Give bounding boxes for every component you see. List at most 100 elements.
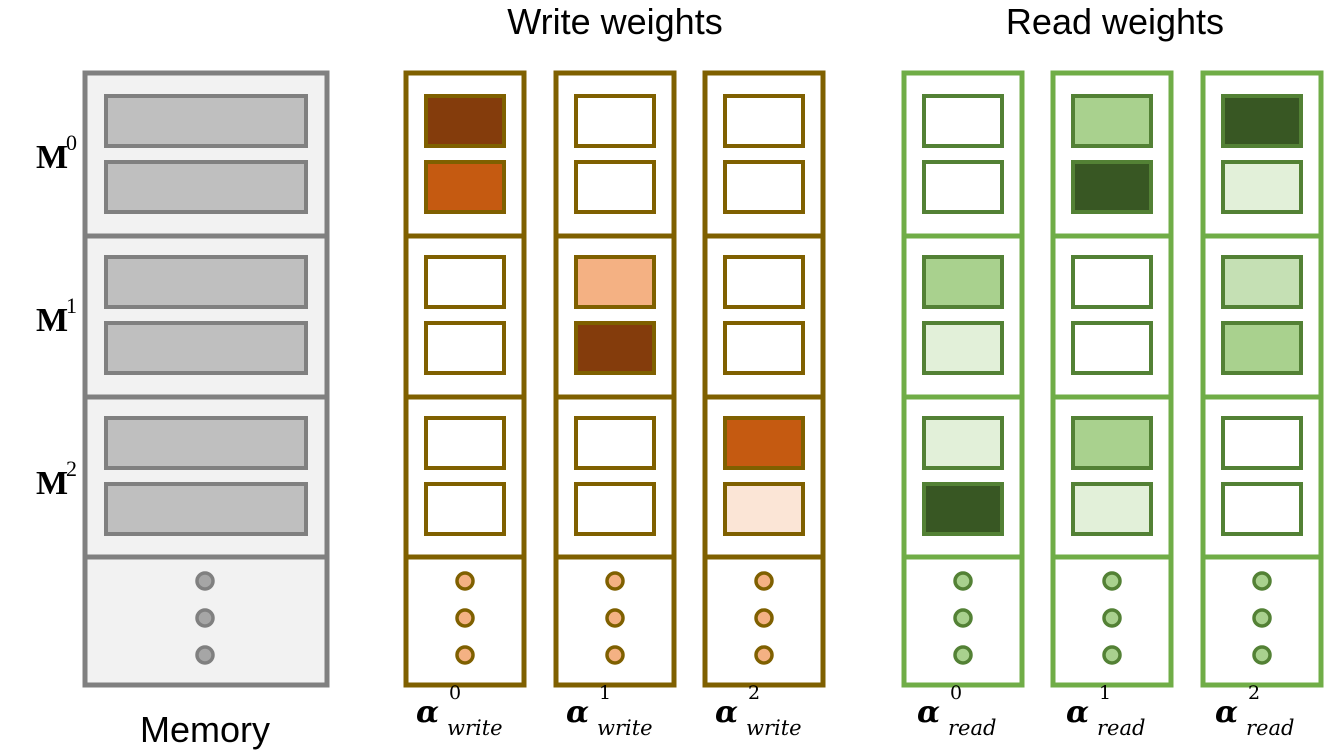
alpha-write-label-2: α 2 write [715,682,802,740]
alpha-symbol: α [715,695,738,730]
memory-column [82,70,330,688]
alpha-write-label-1: α 1 write [566,682,653,740]
ellipsis-dot [605,571,625,591]
read-column-0 [901,70,1025,688]
memory-slot [104,94,308,148]
weight-slot [424,482,506,536]
ellipsis-dot [605,608,625,628]
weight-slot [574,321,656,375]
ellipsis-dot [754,645,774,665]
memory-row-index: 0 [66,130,77,155]
weight-slot [723,482,805,536]
weight-slot [574,255,656,309]
weight-slot [1221,321,1303,375]
alpha-write-label-0: α 0 write [416,682,503,740]
memory-row-label-1: M 1 [36,293,77,339]
weight-slot [1221,160,1303,214]
ellipsis-dot [455,571,475,591]
weight-slot [922,94,1004,148]
ellipsis-dot [195,608,215,628]
weight-slot [922,160,1004,214]
weight-slot [1221,416,1303,470]
weight-slot [424,160,506,214]
weight-slot [1071,255,1153,309]
weight-slot [424,321,506,375]
weight-slot [922,416,1004,470]
ellipsis-dot [953,645,973,665]
alpha-subscript: write [597,716,653,740]
ellipsis-dot [1252,608,1272,628]
weight-slot [723,416,805,470]
alpha-symbol: α [566,695,589,730]
memory-slot [104,160,308,214]
alpha-index: 2 [748,682,760,704]
alpha-index: 0 [950,682,962,704]
ellipsis-dot [1102,608,1122,628]
weight-slot [1071,416,1153,470]
ellipsis-dot [1252,645,1272,665]
weight-slot [424,255,506,309]
write-weights-heading: Write weights [507,1,722,42]
ellipsis-dot [1102,645,1122,665]
weight-slot [723,321,805,375]
memory-row-index: 1 [66,293,77,318]
ellipsis-dot [1102,571,1122,591]
write-column-1 [553,70,677,688]
read-weight-columns [901,70,1324,688]
alpha-index: 0 [449,682,461,704]
weight-slot [922,321,1004,375]
memory-slot [104,482,308,536]
alpha-read-label-2: α 2 read [1215,682,1294,740]
memory-row-symbol: M [36,139,68,176]
memory-slot [104,321,308,375]
weight-slot [1071,160,1153,214]
alpha-symbol: α [917,695,940,730]
weight-slot [1221,94,1303,148]
memory-row-index: 2 [66,456,77,481]
weight-slot [723,160,805,214]
alpha-subscript: read [948,716,996,740]
memory-row-label-0: M 0 [36,130,77,176]
alpha-index: 1 [1099,682,1111,704]
ellipsis-dot [455,608,475,628]
weight-slot [723,255,805,309]
weight-slot [922,482,1004,536]
memory-row-symbol: M [36,302,68,339]
alpha-symbol: α [416,695,439,730]
alpha-index: 1 [599,682,611,704]
read-column-2 [1200,70,1324,688]
alpha-subscript: read [1097,716,1145,740]
ellipsis-dot [195,645,215,665]
alpha-subscript: read [1246,716,1294,740]
alpha-read-label-0: α 0 read [917,682,996,740]
weight-slot [574,416,656,470]
weight-slot [424,94,506,148]
weight-slot [1071,482,1153,536]
weight-slot [1071,94,1153,148]
ellipsis-dot [1252,571,1272,591]
weight-slot [1071,321,1153,375]
write-weight-columns [403,70,826,688]
ellipsis-dot [195,571,215,591]
alpha-subscript: write [746,716,802,740]
weight-slot [922,255,1004,309]
weight-slot [574,482,656,536]
read-column-1 [1050,70,1174,688]
ellipsis-dot [953,571,973,591]
write-column-2 [702,70,826,688]
memory-heading: Memory [140,709,270,750]
alpha-index: 2 [1248,682,1260,704]
weight-slot [723,94,805,148]
alpha-symbol: α [1215,695,1238,730]
write-column-0 [403,70,527,688]
weight-slot [1221,255,1303,309]
memory-slot [104,416,308,470]
weight-slot [424,416,506,470]
alpha-read-label-1: α 1 read [1066,682,1145,740]
alpha-subscript: write [447,716,503,740]
ellipsis-dot [605,645,625,665]
ellipsis-dot [455,645,475,665]
read-weights-heading: Read weights [1006,1,1224,42]
memory-slot [104,255,308,309]
